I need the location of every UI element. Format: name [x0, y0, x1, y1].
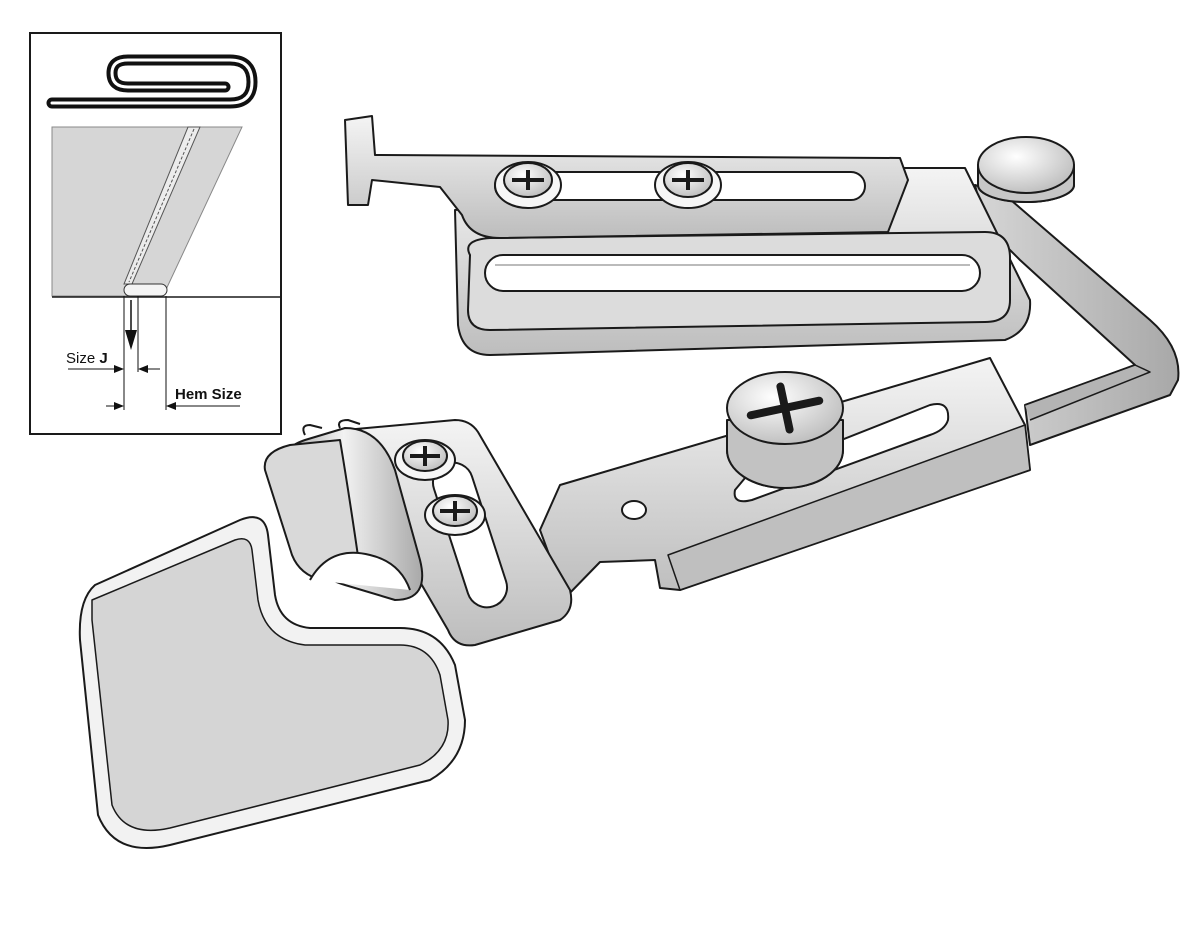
- hem-arrow-right-icon: [114, 402, 124, 410]
- pivot-post-cap: [977, 136, 1075, 194]
- lower-slot: [484, 254, 981, 292]
- phillips-screw-icon: [494, 161, 562, 209]
- mount-hole: [621, 500, 647, 520]
- arrow-left-icon: [138, 365, 148, 373]
- hemmer-attachment: [78, 115, 1180, 849]
- hem-size-inset: Size J Hem Size: [29, 32, 282, 435]
- phillips-screw-icon: [424, 494, 486, 536]
- arrow-right-icon: [114, 365, 124, 373]
- hem-arrow-left-icon: [166, 402, 176, 410]
- hem-size-label: Hem Size: [175, 386, 242, 403]
- hemmer-bed-surface: [91, 538, 449, 832]
- size-label: Size J: [66, 350, 108, 367]
- phillips-screw-icon: [394, 439, 456, 481]
- down-arrow-icon: [125, 330, 137, 350]
- phillips-screw-icon: [654, 161, 722, 209]
- thumb-screw-knob: [726, 371, 844, 489]
